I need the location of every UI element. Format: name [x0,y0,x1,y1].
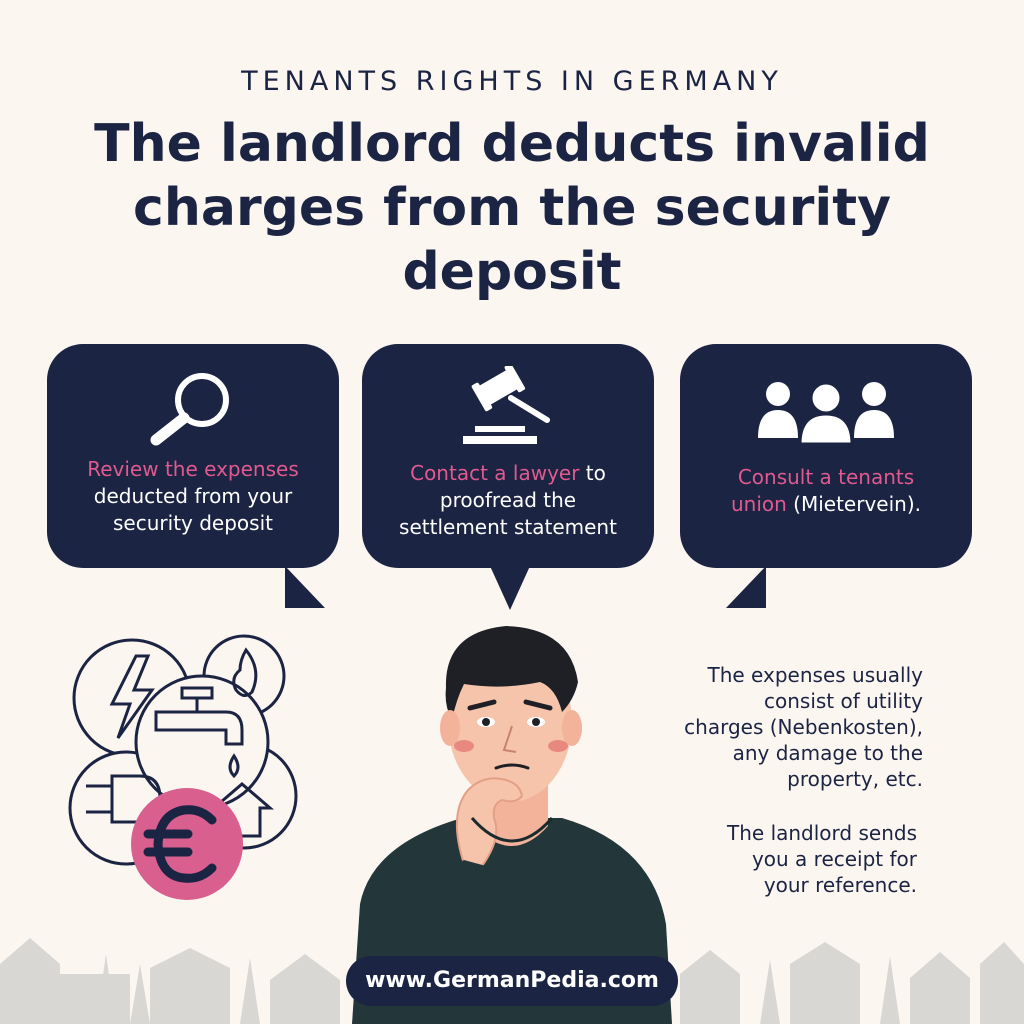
receipt-info: The landlord sends you a receipt for you… [727,820,917,898]
info-line: The landlord sends [727,821,917,845]
houses-silhouette [0,938,1024,1024]
magnifier-icon [150,373,229,446]
info-line: your reference. [763,873,917,897]
page-title: The landlord deducts invalid charges fro… [94,114,930,302]
faucet-icon [154,686,244,779]
bubble-tail [726,566,766,608]
lightning-icon [109,654,155,739]
euro-icon [143,805,217,883]
bubble-inline: (Mietervein). [786,492,921,516]
info-line: property, etc. [787,767,923,791]
bubble-inline: to [579,461,606,485]
bubble-tenants-union: Consult a tenants union (Mietervein). [680,344,972,608]
info-line: charges (Nebenkosten), [684,715,923,739]
kicker: TENANTS RIGHTS IN GERMANY [241,66,783,97]
bubble-line: security deposit [113,511,273,535]
bubble-highlight: Contact a lawyer [410,461,580,485]
info-line: consist of utility [763,689,923,713]
gavel-icon [463,366,550,444]
bubble-highlight: union [730,492,787,516]
website-link[interactable]: www.GermanPedia.com [346,956,678,1006]
people-icon [758,381,894,446]
expenses-info: The expenses usually consist of utility … [684,662,923,792]
bubble-line: proofread the [439,488,577,512]
info-line: The expenses usually [707,663,924,687]
bubble-highlight: Review the expenses [87,457,299,481]
bubble-highlight: Consult a tenants [737,465,915,489]
bubble-tail [285,566,325,608]
bubble-contact-lawyer: Contact a lawyer to proofread the settle… [362,344,654,610]
bubble-line: settlement statement [399,515,617,539]
bubble-tail [490,566,530,610]
flame-icon [232,647,258,697]
info-line: you a receipt for [751,847,917,871]
utility-icons-cluster [68,634,298,900]
bubble-review-expenses: Review the expenses deducted from your s… [47,344,339,608]
info-line: any damage to the [732,741,923,765]
bubble-line: deducted from your [93,484,293,508]
